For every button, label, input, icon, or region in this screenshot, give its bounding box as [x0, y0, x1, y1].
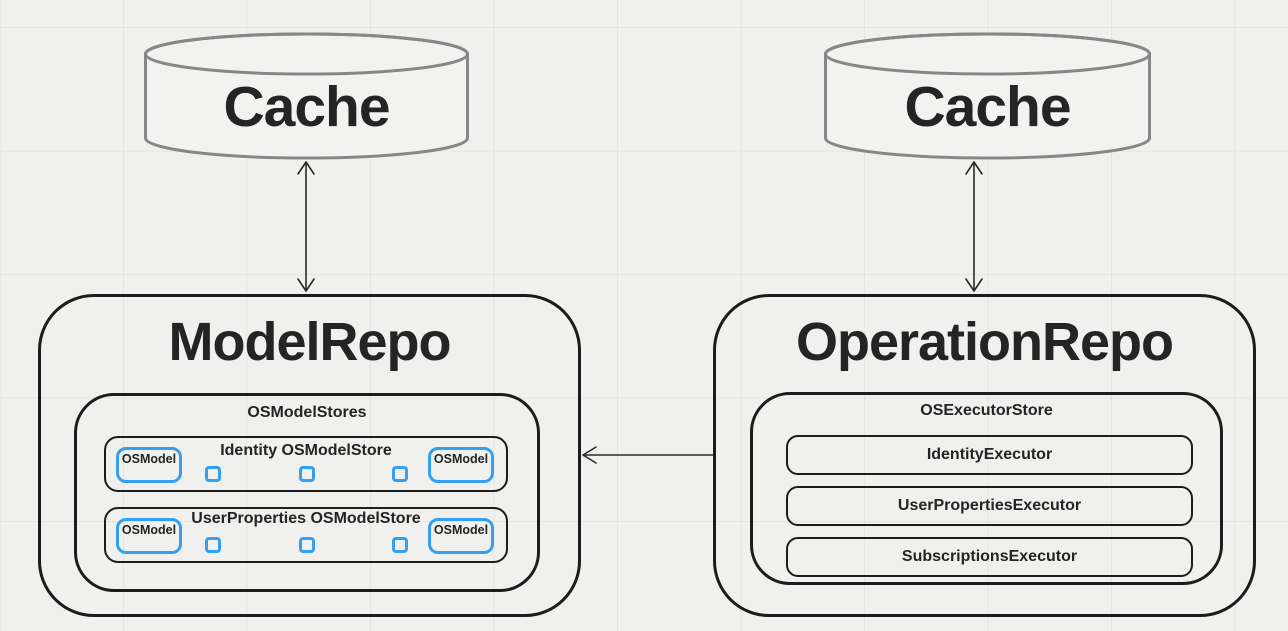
operationrepo-modelrepo-arrow: [582, 446, 714, 464]
userproperties-osmodelstore-row: OSModel UserProperties OSModelStore OSMo…: [104, 507, 508, 563]
userpropertiesexecutor-box: UserPropertiesExecutor: [786, 486, 1193, 526]
osmodelstores-label: OSModelStores: [247, 404, 367, 421]
osmodel-chip: OSModel: [116, 447, 182, 483]
cache-modelrepo-arrow: [297, 161, 315, 292]
osmodelstores-box: OSModelStores OSModel Identity OSModelSt…: [74, 393, 540, 592]
cache-label-left: Cache: [223, 75, 390, 139]
osmodel-chip: OSModel: [428, 447, 494, 483]
model-slot-square: [205, 466, 221, 482]
cache-label-right: Cache: [904, 75, 1071, 139]
model-slot-square: [392, 466, 408, 482]
cache-cylinder-right: Cache: [823, 32, 1152, 160]
identityexecutor-box: IdentityExecutor: [786, 435, 1193, 475]
cylinder-shape: [824, 32, 1151, 160]
osexecutorstore-box: OSExecutorStore IdentityExecutor UserPro…: [750, 392, 1223, 585]
modelrepo-box: ModelRepo OSModelStores OSModel Identity…: [38, 294, 581, 617]
store-row-title: Identity OSModelStore: [220, 442, 392, 459]
model-slot-square: [299, 537, 315, 553]
cache-cylinder-left: Cache: [143, 32, 470, 160]
osexecutorstore-label: OSExecutorStore: [920, 402, 1053, 419]
model-slot-square: [299, 466, 315, 482]
model-slot-square: [205, 537, 221, 553]
model-slot-square: [392, 537, 408, 553]
osmodel-chip: OSModel: [428, 518, 494, 554]
cache-operationrepo-arrow: [965, 161, 983, 292]
modelrepo-title: ModelRepo: [168, 312, 452, 372]
osmodel-chip: OSModel: [116, 518, 182, 554]
operationrepo-box: OperationRepo OSExecutorStore IdentityEx…: [713, 294, 1256, 617]
store-row-title: UserProperties OSModelStore: [191, 510, 421, 527]
identity-osmodelstore-row: OSModel Identity OSModelStore OSModel: [104, 436, 508, 492]
subscriptionsexecutor-box: SubscriptionsExecutor: [786, 537, 1193, 577]
cylinder-shape: [144, 32, 469, 160]
operationrepo-title: OperationRepo: [795, 312, 1174, 372]
